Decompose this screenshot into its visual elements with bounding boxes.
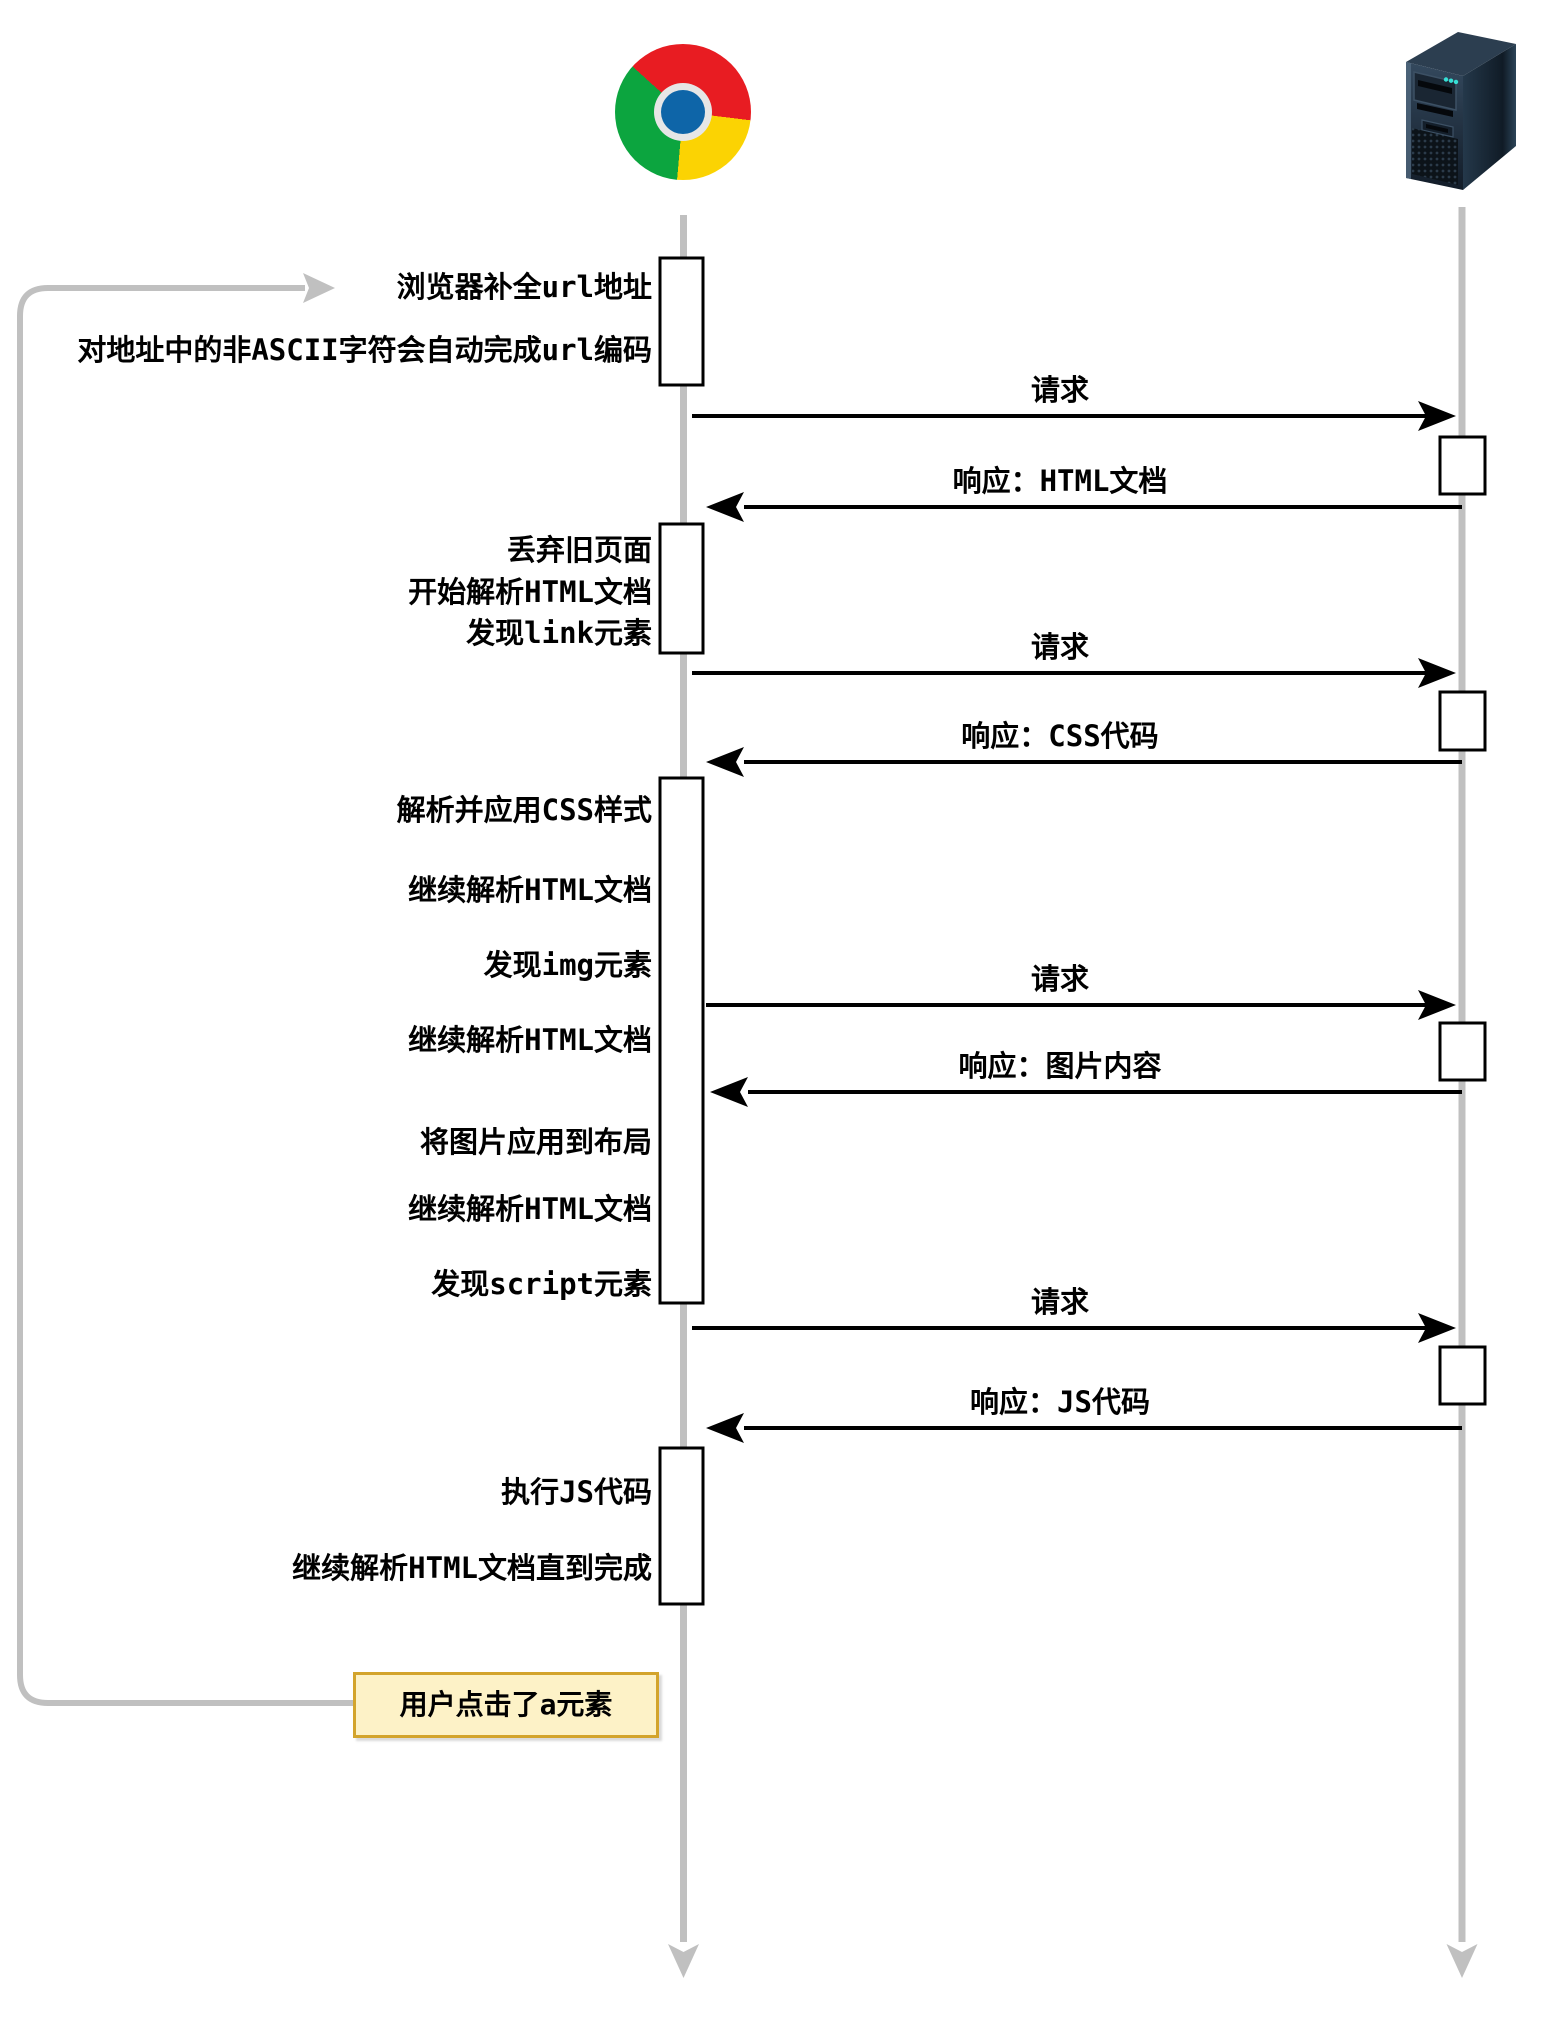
loop-back-path xyxy=(17,285,353,1706)
chrome-browser-icon xyxy=(615,44,751,180)
response-arrow-html xyxy=(706,492,1462,522)
response-label-css: 响应：CSS代码 xyxy=(961,719,1159,753)
step-run-js: 执行JS代码 xyxy=(501,1475,652,1509)
request-label-2: 请求 xyxy=(1030,630,1089,664)
step-continue-parse-2: 继续解析HTML文档 xyxy=(408,1023,652,1057)
server-activation-2 xyxy=(1438,690,1487,752)
response-arrow-css xyxy=(706,747,1462,777)
response-label-js: 响应：JS代码 xyxy=(970,1385,1150,1419)
request-arrow-4 xyxy=(692,1313,1456,1343)
step-parse-until-done: 继续解析HTML文档直到完成 xyxy=(292,1551,652,1585)
browser-lifeline-arrowhead-icon xyxy=(668,1944,699,1978)
request-label-3: 请求 xyxy=(1030,962,1089,996)
request-label-1: 请求 xyxy=(1030,373,1089,407)
server-lifeline-arrowhead-icon xyxy=(1446,1944,1478,1978)
server-activation-3 xyxy=(1438,1021,1487,1082)
step-find-link: 发现link元素 xyxy=(466,616,652,650)
chrome-icon-hub xyxy=(661,90,705,134)
step-apply-css: 解析并应用CSS样式 xyxy=(396,793,652,827)
server-activation-4 xyxy=(1438,1345,1487,1406)
server-activation-1 xyxy=(1438,435,1487,496)
step-url-encode: 对地址中的非ASCII字符会自动完成url编码 xyxy=(77,333,652,367)
request-arrow-1 xyxy=(692,401,1456,431)
response-arrow-image xyxy=(710,1077,1462,1107)
browser-activation-1 xyxy=(658,256,705,387)
server-tower-icon xyxy=(1406,32,1516,190)
step-complete-url: 浏览器补全url地址 xyxy=(396,270,652,304)
response-label-html: 响应：HTML文档 xyxy=(952,464,1168,498)
step-find-img: 发现img元素 xyxy=(483,948,652,982)
loop-arrowhead-icon xyxy=(303,273,335,303)
step-apply-image-layout: 将图片应用到布局 xyxy=(419,1125,652,1159)
step-start-parse-html: 开始解析HTML文档 xyxy=(408,575,652,609)
request-arrow-2 xyxy=(692,658,1456,688)
browser-activation-3 xyxy=(658,776,705,1305)
response-label-image: 响应：图片内容 xyxy=(958,1049,1162,1083)
step-discard-old-page: 丢弃旧页面 xyxy=(506,533,652,567)
request-label-4: 请求 xyxy=(1030,1285,1089,1319)
response-arrow-js xyxy=(706,1413,1462,1443)
user-clicked-link-note: 用户点击了a元素 xyxy=(353,1672,659,1738)
browser-activation-4 xyxy=(658,1446,705,1606)
step-continue-parse-1: 继续解析HTML文档 xyxy=(408,873,652,907)
browser-activation-2 xyxy=(658,522,705,655)
step-find-script: 发现script元素 xyxy=(431,1267,652,1301)
step-continue-parse-3: 继续解析HTML文档 xyxy=(408,1192,652,1226)
request-arrow-3 xyxy=(706,990,1456,1020)
